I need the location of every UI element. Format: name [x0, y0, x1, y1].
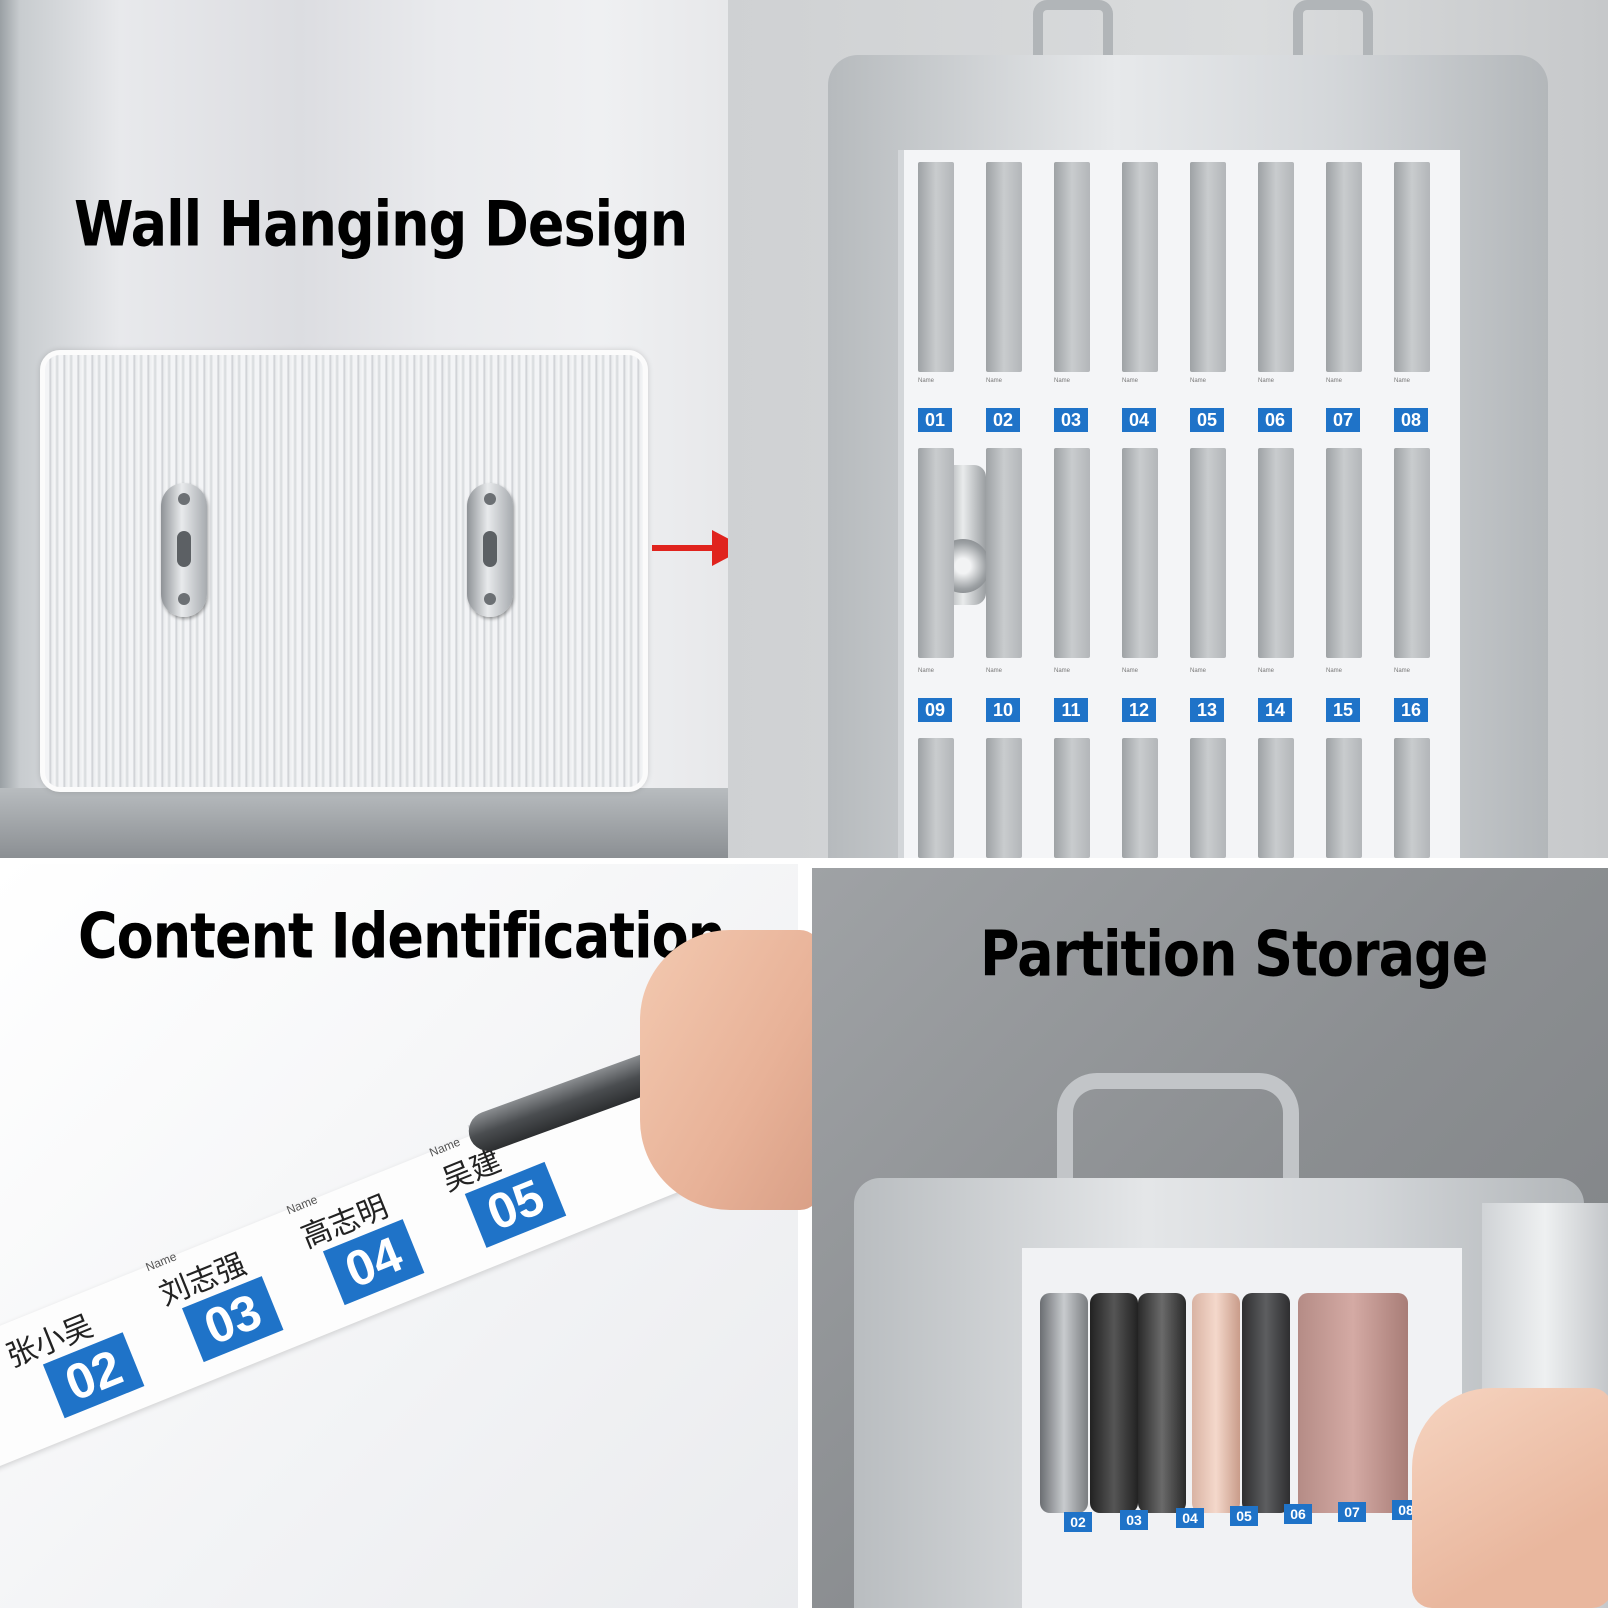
slot-lower [1122, 738, 1158, 858]
slot-lower [1054, 738, 1090, 858]
partition-storage-title: Partition Storage [980, 918, 1488, 991]
slot-lower [1258, 738, 1294, 858]
name-label: Name [1190, 668, 1207, 674]
content-identification-title: Content Identification [78, 900, 726, 973]
slot-15 [1326, 448, 1362, 658]
slot-13 [1190, 448, 1226, 658]
name-label: Name [1190, 378, 1207, 384]
slot-tag-04: 04 [1122, 408, 1156, 432]
slot-tag-14: 14 [1258, 698, 1292, 722]
slot-lower [1326, 738, 1362, 858]
name-label: Name [1122, 668, 1139, 674]
slot-08 [1394, 162, 1430, 372]
keyhole-bracket-left [161, 483, 207, 617]
keyhole-bracket-right [467, 483, 513, 617]
phone-item [1242, 1293, 1290, 1513]
slot-tag: 02 [1064, 1512, 1092, 1532]
slot-lower [1190, 738, 1226, 858]
slot-16 [1394, 448, 1430, 658]
hanging-hook-right [1293, 0, 1373, 66]
slot-tag-03: 03 [1054, 408, 1088, 432]
slot-tag-02: 02 [986, 408, 1020, 432]
slot-11 [1054, 448, 1090, 658]
slot-lower [918, 738, 954, 858]
arrow-right-icon [652, 545, 714, 551]
slot-tag: 03 [1120, 1510, 1148, 1530]
name-label: Name [918, 668, 935, 674]
slot-tag-06: 06 [1258, 408, 1292, 432]
name-label: Name [1394, 668, 1411, 674]
name-label: Name [918, 378, 935, 384]
phone-item [1138, 1293, 1186, 1513]
floor-background [0, 788, 728, 858]
slot-12 [1122, 448, 1158, 658]
slot-02 [986, 162, 1022, 372]
slot-tag-01: 01 [918, 408, 952, 432]
slot-tag-05: 05 [1190, 408, 1224, 432]
slot-lower [986, 738, 1022, 858]
slot-tag-13: 13 [1190, 698, 1224, 722]
slot-10 [986, 448, 1022, 658]
back-plate-photo [40, 350, 648, 792]
slot-lower [1394, 738, 1430, 858]
carry-handle [1057, 1073, 1299, 1209]
phone-item [1298, 1293, 1408, 1513]
slot-tag-15: 15 [1326, 698, 1360, 722]
slot-tag: 06 [1284, 1504, 1312, 1524]
slot-tag-07: 07 [1326, 408, 1360, 432]
slot-09 [918, 448, 954, 658]
slot-tag-11: 11 [1054, 698, 1088, 722]
slot-tag-16: 16 [1394, 698, 1428, 722]
wall-hanging-panel: Wall Hanging Design [0, 0, 728, 858]
slot-04 [1122, 162, 1158, 372]
phone-item [1192, 1293, 1240, 1513]
slot-tag: 04 [1176, 1508, 1204, 1528]
name-label: Name [1122, 378, 1139, 384]
writing-hand [640, 930, 820, 1210]
slot-tag-08: 08 [1394, 408, 1428, 432]
arrow-head-icon [712, 530, 728, 566]
name-label: Name [1054, 378, 1071, 384]
partition-storage-panel: Partition Storage 02 03 04 05 06 07 08 [812, 868, 1608, 1608]
hanging-hook-left [1033, 0, 1113, 66]
name-label: Name [1258, 378, 1275, 384]
wall-hanging-title: Wall Hanging Design [74, 188, 688, 261]
hand-retrieving-phone [1412, 1388, 1608, 1608]
slot-05 [1190, 162, 1226, 372]
name-label: Name [1394, 378, 1411, 384]
name-label: Name [986, 378, 1003, 384]
name-label: Name [1326, 378, 1343, 384]
slot-tag-10: 10 [986, 698, 1020, 722]
name-label: Name [1054, 668, 1071, 674]
slot-tag: 05 [1230, 1506, 1258, 1526]
slot-tag-12: 12 [1122, 698, 1156, 722]
name-label: Name [1258, 668, 1275, 674]
phone-item [1090, 1293, 1138, 1513]
phone-item [1040, 1293, 1088, 1513]
slot-tag-09: 09 [918, 698, 952, 722]
name-label: Name [1326, 668, 1343, 674]
name-label: Name [986, 668, 1003, 674]
slot-tag: 07 [1338, 1502, 1366, 1522]
slot-07 [1326, 162, 1362, 372]
slot-01 [918, 162, 954, 372]
slot-06 [1258, 162, 1294, 372]
slot-03 [1054, 162, 1090, 372]
slot-14 [1258, 448, 1294, 658]
